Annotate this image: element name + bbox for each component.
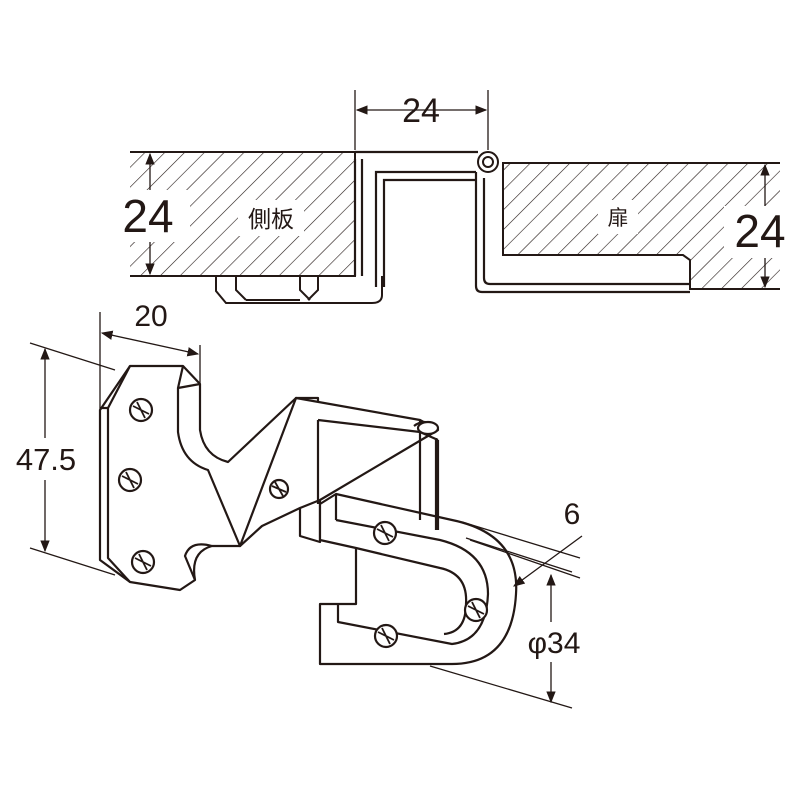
- knuckle-pin-top: [416, 420, 440, 436]
- door-thickness-dimension-text: 24: [734, 205, 785, 257]
- hinge-isometric-view: [29, 312, 583, 709]
- screw-bracket-bottom: [373, 623, 399, 649]
- screw-plate-top: [128, 397, 154, 423]
- screw-knuckle: [463, 597, 489, 623]
- hinge-pin-core: [482, 156, 494, 168]
- knuckle-thickness-dimension-text: 6: [564, 498, 581, 531]
- door-label-bg: [598, 200, 638, 234]
- plate-width-dimension-line: [100, 330, 200, 357]
- hinge-strip-profile: [353, 150, 690, 294]
- door-thickness-text-bg: [724, 206, 800, 258]
- side-thickness-text-bg: [108, 190, 190, 242]
- knuckle-thickness-dimension-line: [513, 535, 583, 587]
- screw-plate-bottom: [130, 549, 156, 575]
- knuckle-diameter-ext-top: [465, 537, 573, 573]
- plate-height-dimension-text: 47.5: [16, 442, 76, 477]
- hinge-pin: [477, 151, 499, 173]
- screw-bracket-top: [372, 520, 398, 546]
- knuckle-diameter-dimension-text: φ34: [528, 627, 581, 660]
- knuckle-thickness-ext-b: [469, 539, 581, 579]
- door-outline: [502, 162, 780, 290]
- screw-arm: [268, 478, 290, 500]
- side-thickness-dimension-text: 24: [122, 190, 173, 242]
- mounting-base: [215, 276, 383, 304]
- mounting-plate-bevel: [100, 365, 242, 583]
- plate-width-dimension-text: 20: [134, 300, 167, 333]
- side-panel-label-bg: [238, 200, 304, 236]
- plate-height-ext-bottom: [29, 547, 116, 576]
- section-view: [130, 90, 780, 304]
- door-label: 扉: [608, 206, 629, 230]
- door-leaf-bracket-inner: [334, 438, 490, 646]
- side-panel-label: 側板: [248, 207, 294, 233]
- plate-height-ext-top: [29, 342, 116, 371]
- offset-dimension-text: 24: [402, 92, 440, 130]
- knuckle-diameter-text-bg: [514, 622, 594, 662]
- screw-plate-middle: [117, 467, 143, 493]
- plate-height-text-bg: [4, 438, 90, 480]
- door-leaf-bracket: [318, 492, 518, 666]
- hinge-arm-edges: [299, 418, 439, 510]
- door-section: [503, 163, 780, 289]
